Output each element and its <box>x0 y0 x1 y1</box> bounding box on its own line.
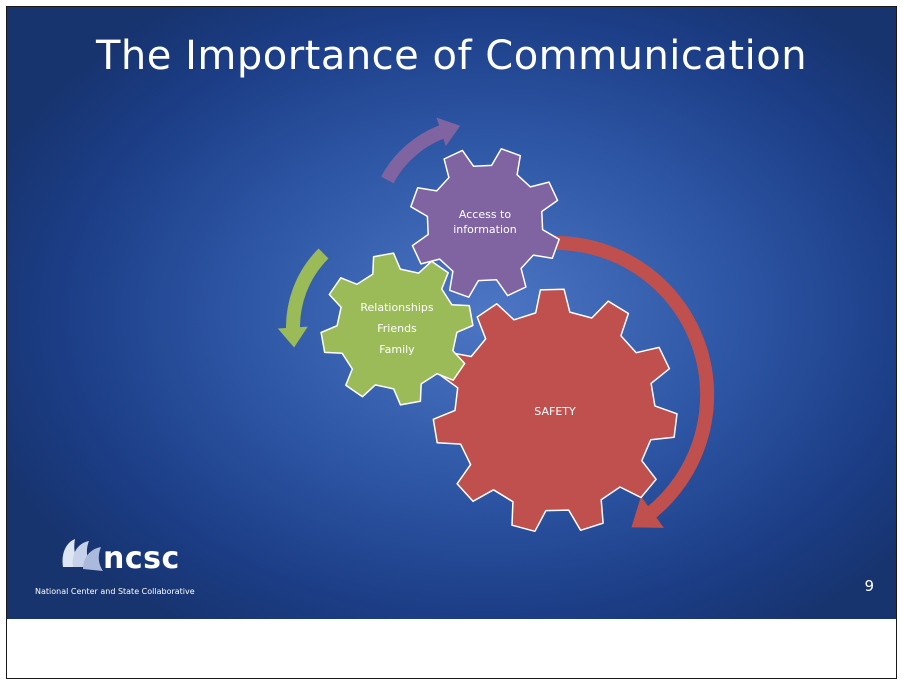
purple-arrow-head <box>436 117 461 147</box>
safety-gear-shape <box>432 288 678 533</box>
safety-gear: SAFETY <box>432 288 678 533</box>
relationships-gear-label: Family <box>379 343 415 356</box>
safety-gear-label: SAFETY <box>534 405 576 418</box>
relationships-gear-shape <box>320 252 474 406</box>
green-cycle-arrow <box>286 248 329 334</box>
access-gear-label: information <box>453 223 517 236</box>
slide-title: The Importance of Communication <box>95 33 808 79</box>
green-arrow-head <box>277 326 308 348</box>
logo-tagline: National Center and State Collaborative <box>35 587 195 596</box>
access-gear-label: Access to <box>459 208 511 221</box>
slide: The Importance of Communication SAFETY Re… <box>7 7 896 619</box>
logo-mark-icon <box>62 539 103 571</box>
ncsc-logo: ncsc National Center and State Collabora… <box>35 535 255 599</box>
red-cycle-arrow <box>505 235 715 524</box>
page-number: 9 <box>864 577 874 595</box>
access-gear: Access to information <box>410 148 560 298</box>
purple-cycle-arrow <box>381 123 450 184</box>
red-arrow-head <box>631 496 664 528</box>
relationships-gear-label: Friends <box>377 322 417 335</box>
relationships-gear-label: Relationships <box>360 301 434 314</box>
cycle-arrows <box>277 117 715 528</box>
logo-wordmark: ncsc <box>103 541 180 576</box>
access-gear-shape <box>410 148 560 298</box>
